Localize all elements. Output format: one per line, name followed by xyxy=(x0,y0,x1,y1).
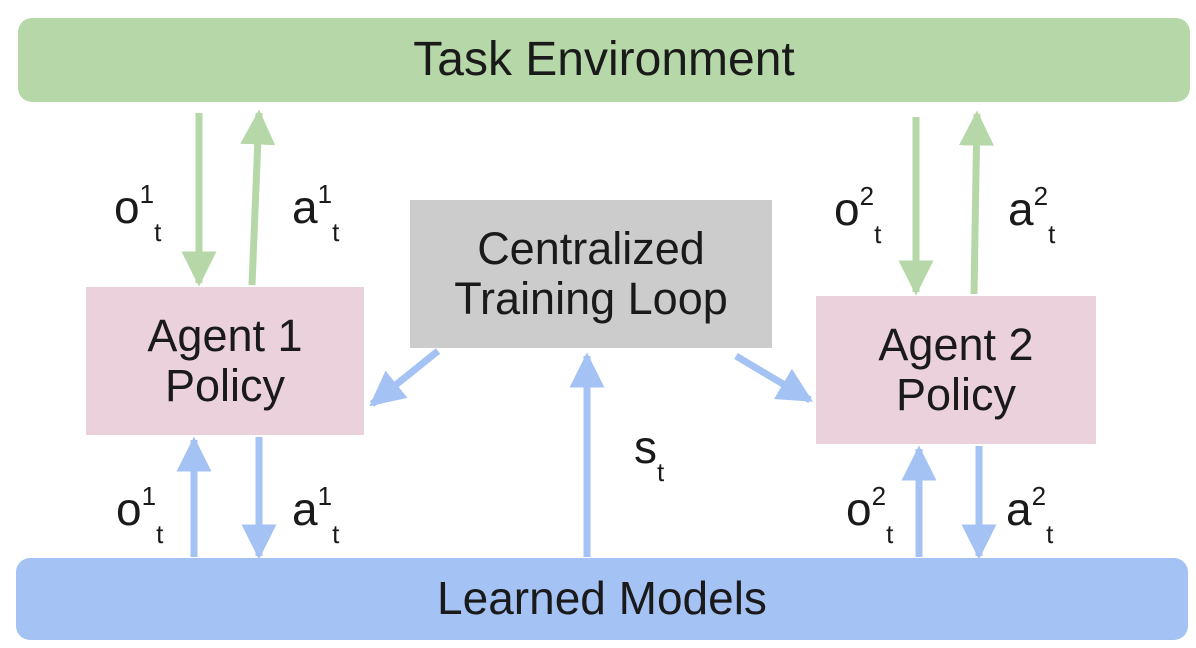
label-o2-bottom: o2t xyxy=(846,481,894,549)
agent-1-policy-box: Agent 1 Policy xyxy=(86,287,364,435)
label-a2-top: a2t xyxy=(1008,181,1056,249)
agent2-line-2: Policy xyxy=(895,369,1017,420)
label-o1-top: o1t xyxy=(114,179,162,247)
task-environment-box: Task Environment xyxy=(18,18,1190,102)
central-line-2: Training Loop xyxy=(454,273,728,324)
agent1-line-2: Policy xyxy=(164,360,286,411)
agent2-line-1: Agent 2 xyxy=(878,318,1034,370)
label-o1-bottom: o1t xyxy=(116,481,164,549)
central-line-1: Centralized xyxy=(477,222,705,274)
arrow-a2-agent2-to-env xyxy=(958,110,994,295)
arrow-a1-agent1-to-env xyxy=(240,109,276,286)
label-a1-bottom: a1t xyxy=(292,481,340,549)
agent1-line-1: Agent 1 xyxy=(147,309,303,361)
learned-models-box: Learned Models xyxy=(16,558,1188,640)
learned-models-label: Learned Models xyxy=(437,572,767,625)
label-a1-top: a1t xyxy=(292,179,340,247)
centralized-training-loop-box: Centralized Training Loop xyxy=(410,200,772,348)
label-a2-bottom: a2t xyxy=(1006,481,1054,549)
arrow-central-to-agent1 xyxy=(369,348,441,407)
task-environment-label: Task Environment xyxy=(413,33,795,87)
label-s: st xyxy=(634,421,665,487)
agent-2-policy-box: Agent 2 Policy xyxy=(816,296,1096,444)
arrow-central-to-agent2 xyxy=(734,352,814,404)
label-o2-top: o2t xyxy=(834,181,882,249)
